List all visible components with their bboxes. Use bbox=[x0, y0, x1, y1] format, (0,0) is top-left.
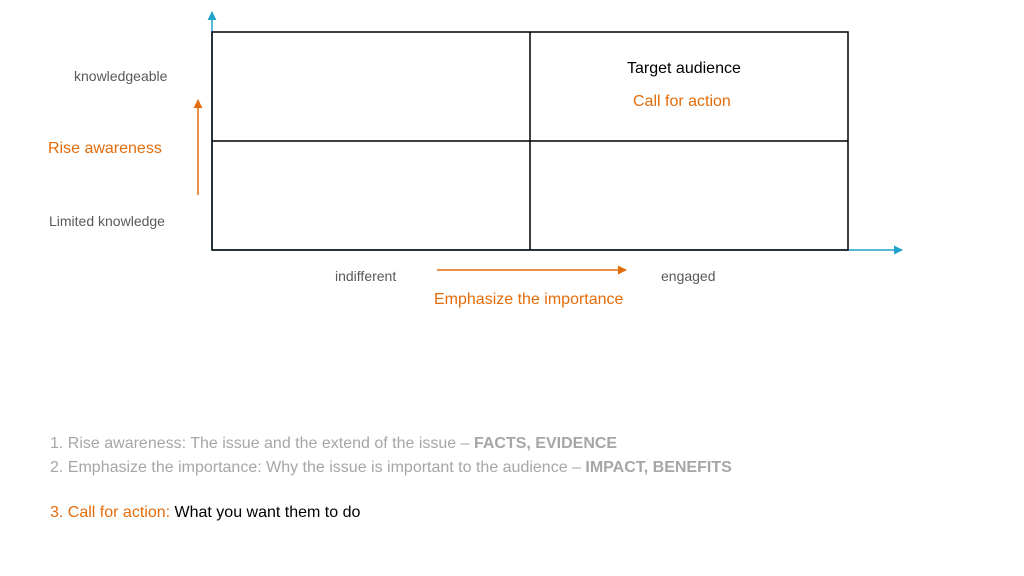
note-line-2-text: 2. Emphasize the importance: Why the iss… bbox=[50, 459, 586, 476]
y-axis-top-label: knowledgeable bbox=[74, 68, 168, 84]
x-axis-left-label: indifferent bbox=[335, 268, 397, 284]
note-line-1-bold: FACTS, EVIDENCE bbox=[473, 435, 618, 452]
note-line-1: 1. Rise awareness: The issue and the ext… bbox=[50, 432, 617, 456]
x-axis-middle-label: Emphasize the importance bbox=[434, 291, 624, 308]
quadrant-title: Target audience bbox=[627, 60, 741, 77]
note-line-3-label: 3. Call for action: bbox=[50, 504, 171, 521]
note-line-3-text: What you want them to do bbox=[170, 504, 361, 521]
note-line-3: 3. Call for action: What you want them t… bbox=[50, 501, 360, 525]
x-axis-right-label: engaged bbox=[661, 268, 716, 284]
quadrant-subtitle: Call for action bbox=[633, 93, 731, 110]
note-line-2: 2. Emphasize the importance: Why the iss… bbox=[50, 456, 732, 480]
note-line-2-bold: IMPACT, BENEFITS bbox=[585, 459, 732, 476]
y-axis-bottom-label: Limited knowledge bbox=[49, 213, 165, 229]
y-axis-middle-label: Rise awareness bbox=[48, 140, 162, 157]
note-line-1-text: 1. Rise awareness: The issue and the ext… bbox=[50, 435, 474, 452]
